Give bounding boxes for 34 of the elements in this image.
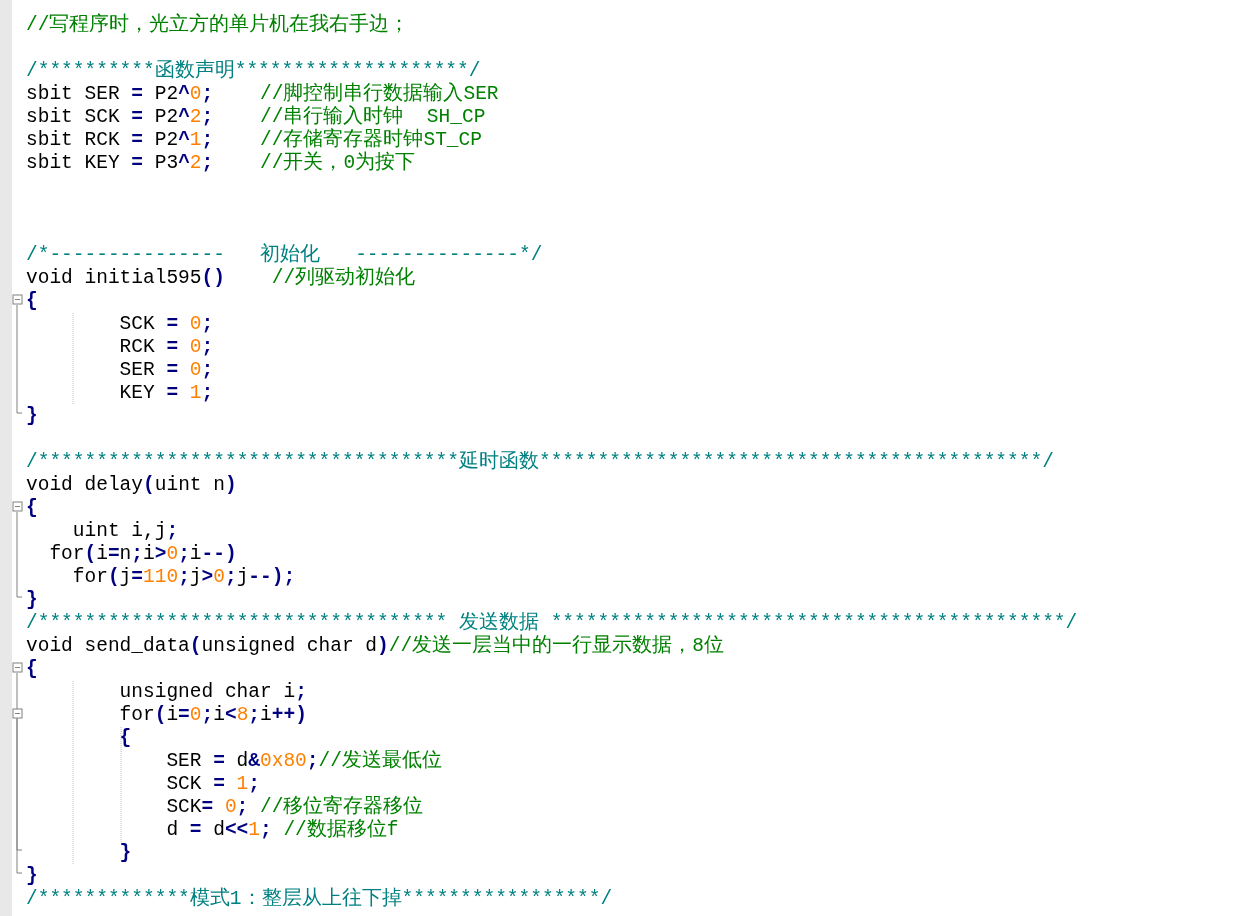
code-line: {	[26, 497, 38, 519]
code-line: {	[119, 727, 132, 749]
code-line: for(i=n;i>0;i--)	[49, 543, 237, 565]
code-line: for(j=110;j>0;j--);	[72, 566, 296, 588]
code-line: SER = d&0x80;//发送最低位	[166, 750, 442, 772]
code-line: sbit RCK = P2^1; //存储寄存器时钟ST_CP	[26, 129, 482, 151]
code-line: d = d<<1; //数据移位f	[166, 819, 399, 841]
code-line: sbit KEY = P3^2; //开关，0为按下	[26, 152, 416, 174]
code-line: void initial595() //列驱动初始化	[26, 267, 416, 289]
code-line: /*********************************** 发送数据 ********************************************/	[26, 612, 1078, 634]
code-line: uint i,j;	[72, 520, 179, 542]
code-line: RCK = 0;	[119, 336, 214, 358]
code-line: /*************模式1：整层从上往下掉*****************/	[26, 888, 613, 910]
code-line: }	[26, 865, 38, 887]
code-line: //写程序时，光立方的单片机在我右手边；	[26, 14, 410, 36]
code-line: sbit SER = P2^0; //脚控制串行数据输入SER	[26, 83, 499, 105]
code-line: unsigned char i;	[119, 681, 307, 703]
code-line: SER = 0;	[119, 359, 214, 381]
code-line: sbit SCK = P2^2; //串行输入时钟 SH_CP	[26, 106, 486, 128]
code-line: KEY = 1;	[119, 382, 214, 404]
code-line: }	[26, 405, 38, 427]
code-line: for(i=0;i<8;i++)	[119, 704, 307, 726]
code-line: void delay(uint n)	[26, 474, 237, 496]
code-line: {	[26, 290, 38, 312]
code-line: }	[26, 589, 38, 611]
code-line: void send_data(unsigned char d)//发送一层当中的一行显示数据，8位	[26, 635, 724, 657]
code-line: SCK = 1;	[166, 773, 260, 795]
code-line: /************************************延时函数*******************************************/	[26, 451, 1054, 473]
code-line: {	[26, 658, 38, 680]
code-line: /*--------------- 初始化 --------------*/	[26, 244, 543, 266]
code-line: /**********函数声明********************/	[26, 60, 481, 82]
code-line: SCK = 0;	[119, 313, 214, 335]
code-line: SCK= 0; //移位寄存器移位	[166, 796, 424, 818]
code-line: }	[119, 842, 132, 864]
